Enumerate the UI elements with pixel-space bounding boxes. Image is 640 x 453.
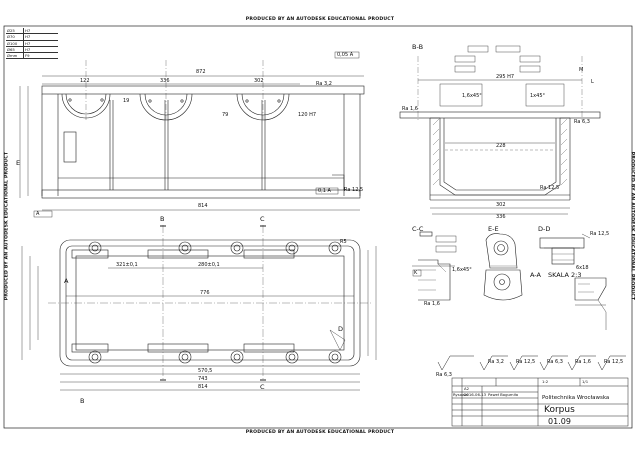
dim-label: 6x18 (576, 265, 589, 271)
section-mark-c: C (260, 215, 265, 223)
section-d-d-title: D-D (538, 225, 551, 233)
watermark-top: PRODUCED BY AN AUTODESK EDUCATIONAL PROD… (245, 17, 395, 22)
roughness-row (437, 355, 626, 371)
section-e-e-title: E-E (488, 225, 499, 233)
title-block-date: 2016-06-13 (464, 392, 487, 397)
dim-overall-top: 872 (196, 69, 206, 75)
roughness-label: Ra 1,6 (402, 106, 418, 112)
roughness-label: Ra 1,6 (575, 359, 591, 365)
roughness-label: Ra 12,5 (590, 231, 610, 237)
datum-l: L (591, 79, 594, 85)
section-c-c-title: C-C (412, 225, 424, 233)
front-view (19, 51, 365, 218)
roughness-main: Ra 6,3 (436, 372, 452, 378)
section-mark-b: B (160, 215, 165, 223)
dim-d3: 302 (496, 202, 506, 208)
dim-r3: 79 (222, 112, 229, 118)
title-block-frame (451, 377, 629, 427)
title-block-part-name: Korpus (544, 405, 575, 415)
title-block-format: A2 (464, 386, 470, 391)
title-block-scale: 1:2 (542, 379, 549, 384)
dim-d5: 743 (198, 376, 208, 382)
dim-d2: 228 (496, 143, 506, 149)
tolerance-frame: 0,05 A (337, 52, 354, 58)
dim-d1: 295 H7 (496, 74, 515, 80)
section-e-e (483, 233, 523, 301)
title-block-author: Paweł Bogumiła (488, 392, 519, 397)
section-a-a-title: A-A (530, 271, 541, 279)
chamfer-label: 1,6x45° (452, 267, 472, 273)
dim-d6: 814 (198, 384, 208, 390)
section-b-b (399, 45, 601, 215)
top-view (21, 225, 377, 391)
dim-seg3: 302 (254, 78, 264, 84)
chamfer-label: 1,6x45° (462, 93, 482, 99)
watermark-bottom: PRODUCED BY AN AUTODESK EDUCATIONAL PROD… (245, 430, 395, 435)
dim-seg1: 122 (80, 78, 90, 84)
radius-label: R5 (340, 239, 347, 245)
roughness-label: Ra 12,5 (604, 359, 624, 365)
chamfer-label: 1x45° (530, 93, 546, 99)
section-b-b-title: B-B (412, 43, 424, 51)
tolerance-frame: 0,1 A (318, 188, 331, 194)
dim-d1: 321±0,1 (116, 262, 138, 268)
roughness-label: Ra 1,6 (424, 301, 440, 307)
roughness-label: Ra 12,5 (540, 185, 560, 191)
dim-bottom: 814 (198, 203, 208, 209)
roughness-label: Ra 3,2 (316, 81, 332, 87)
roughness-label: Ra 6,3 (547, 359, 563, 365)
title-block-drawn: Rysował (453, 392, 469, 397)
roughness-label: Ra 3,2 (488, 359, 504, 365)
section-c-c (412, 231, 457, 301)
section-mark-d: D (338, 325, 344, 333)
datum-k: K (414, 270, 418, 276)
title-block-drawing-number: 01.09 (548, 417, 571, 426)
roughness-label: Ra 6,3 (574, 119, 590, 125)
section-a-a (574, 277, 607, 330)
datum-m: M (579, 67, 584, 73)
section-a-a-scale: SKALA 2:3 (548, 271, 582, 279)
dim-d3: 776 (200, 290, 210, 296)
title-block-university: Politechnika Wrocławska (542, 395, 610, 401)
section-mark-a: A (64, 277, 69, 285)
section-mark-c: C (260, 383, 265, 391)
dim-d2: 280±0,1 (198, 262, 220, 268)
section-mark-b: B (80, 397, 85, 405)
dim-r2: 19 (123, 98, 130, 104)
dim-d4: 336 (496, 214, 506, 220)
roughness-label: Ra 12,5 (516, 359, 536, 365)
title-block-sheet: 1/1 (582, 379, 589, 384)
section-d-d (539, 233, 591, 265)
datum-a: A (36, 211, 40, 217)
dim-d4: 570,5 (198, 368, 213, 374)
section-mark-e: E (16, 159, 21, 167)
dim-r1: 120 H7 (298, 112, 317, 118)
dim-seg2: 336 (160, 78, 170, 84)
roughness-label: Ra 12,5 (344, 187, 364, 193)
